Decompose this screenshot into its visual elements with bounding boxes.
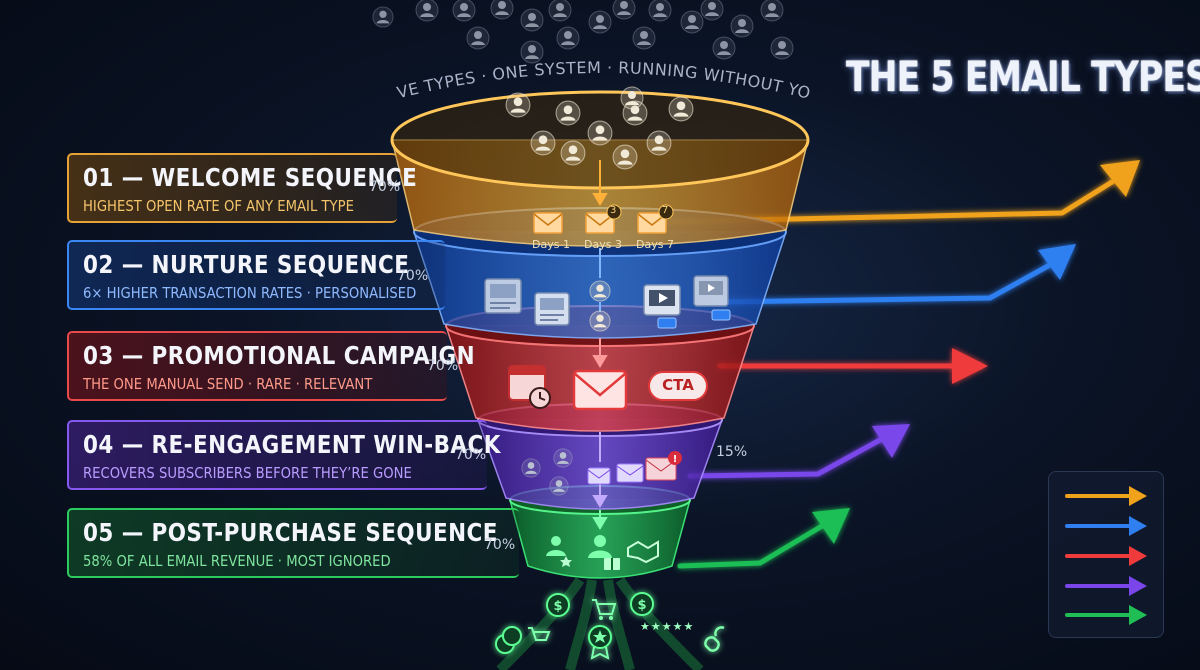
- color-legend: [1048, 471, 1164, 638]
- stage-title: 04 — RE-ENGAGEMENT WIN-BACK: [83, 430, 501, 459]
- stage-percent: 70%: [397, 268, 429, 284]
- welcome-envelope-icons: [533, 204, 674, 234]
- welcome-day-label: Days 7: [636, 238, 674, 251]
- svg-text:!: !: [673, 454, 678, 465]
- stage-percent: 70%: [427, 358, 459, 374]
- stage-subtitle: RECOVERS SUBSCRIBERS BEFORE THEY’RE GONE: [83, 464, 412, 482]
- cta-button-label: CTA: [662, 376, 694, 394]
- stage-title: 02 — NURTURE SEQUENCE: [83, 250, 410, 279]
- promotional-icons: [508, 365, 708, 411]
- central-flow-arrows: [592, 160, 608, 206]
- stage-card-welcome: 01 — WELCOME SEQUENCE HIGHEST OPEN RATE …: [67, 153, 418, 223]
- rating-stars: ★★★★★: [640, 620, 695, 633]
- welcome-day-label: Days 3: [584, 238, 622, 251]
- stage-card-promotional: 03 — PROMOTIONAL CAMPAIGN THE ONE MANUAL…: [67, 331, 476, 401]
- stage-title: 03 — PROMOTIONAL CAMPAIGN: [83, 341, 476, 370]
- reengagement-percent: 15%: [716, 444, 748, 460]
- reengagement-icons: !: [521, 448, 682, 496]
- subtitle-text: FIVE TYPES · ONE SYSTEM · RUNNING WITHOU…: [380, 40, 812, 103]
- stage-title: 01 — WELCOME SEQUENCE: [83, 163, 418, 192]
- stage-percent: 70%: [455, 447, 487, 463]
- stage-title: 05 — POST-PURCHASE SEQUENCE: [83, 518, 498, 547]
- stage-card-nurture: 02 — NURTURE SEQUENCE 6× HIGHER TRANSACT…: [67, 240, 445, 310]
- page-title: THE 5 EMAIL TYPES: [846, 52, 1200, 101]
- revenue-streams: [496, 577, 704, 670]
- welcome-badge: 7: [662, 205, 669, 216]
- stage-card-post-purchase: 05 — POST-PURCHASE SEQUENCE 58% OF ALL E…: [67, 508, 519, 578]
- welcome-badge: 3: [610, 205, 617, 216]
- legend-arrows: [1065, 486, 1147, 625]
- stage-percent: 70%: [369, 179, 401, 195]
- stage-subtitle: THE ONE MANUAL SEND · RARE · RELEVANT: [83, 375, 373, 393]
- stage-card-reengagement: 04 — RE-ENGAGEMENT WIN-BACK RECOVERS SUB…: [67, 420, 501, 490]
- subtitle-arc: FIVE TYPES · ONE SYSTEM · RUNNING WITHOU…: [380, 40, 813, 103]
- stage-subtitle: 6× HIGHER TRANSACTION RATES · PERSONALIS…: [83, 284, 417, 302]
- nurture-content-icons: [484, 275, 731, 332]
- stage-arrows: [657, 160, 1140, 569]
- stage-subtitle: 58% OF ALL EMAIL REVENUE · MOST IGNORED: [83, 552, 391, 570]
- revenue-icons: $ $: [495, 592, 725, 660]
- svg-text:$: $: [553, 599, 562, 614]
- svg-text:FIVE TYPES · ONE SYSTEM · RUNN: FIVE TYPES · ONE SYSTEM · RUNNING WITHOU…: [380, 40, 813, 103]
- post-purchase-icons: [546, 535, 659, 570]
- stage-percent: 70%: [484, 537, 516, 553]
- svg-text:$: $: [637, 598, 646, 613]
- stage-subtitle: HIGHEST OPEN RATE OF ANY EMAIL TYPE: [83, 197, 354, 215]
- welcome-day-label: Days 1: [532, 238, 570, 251]
